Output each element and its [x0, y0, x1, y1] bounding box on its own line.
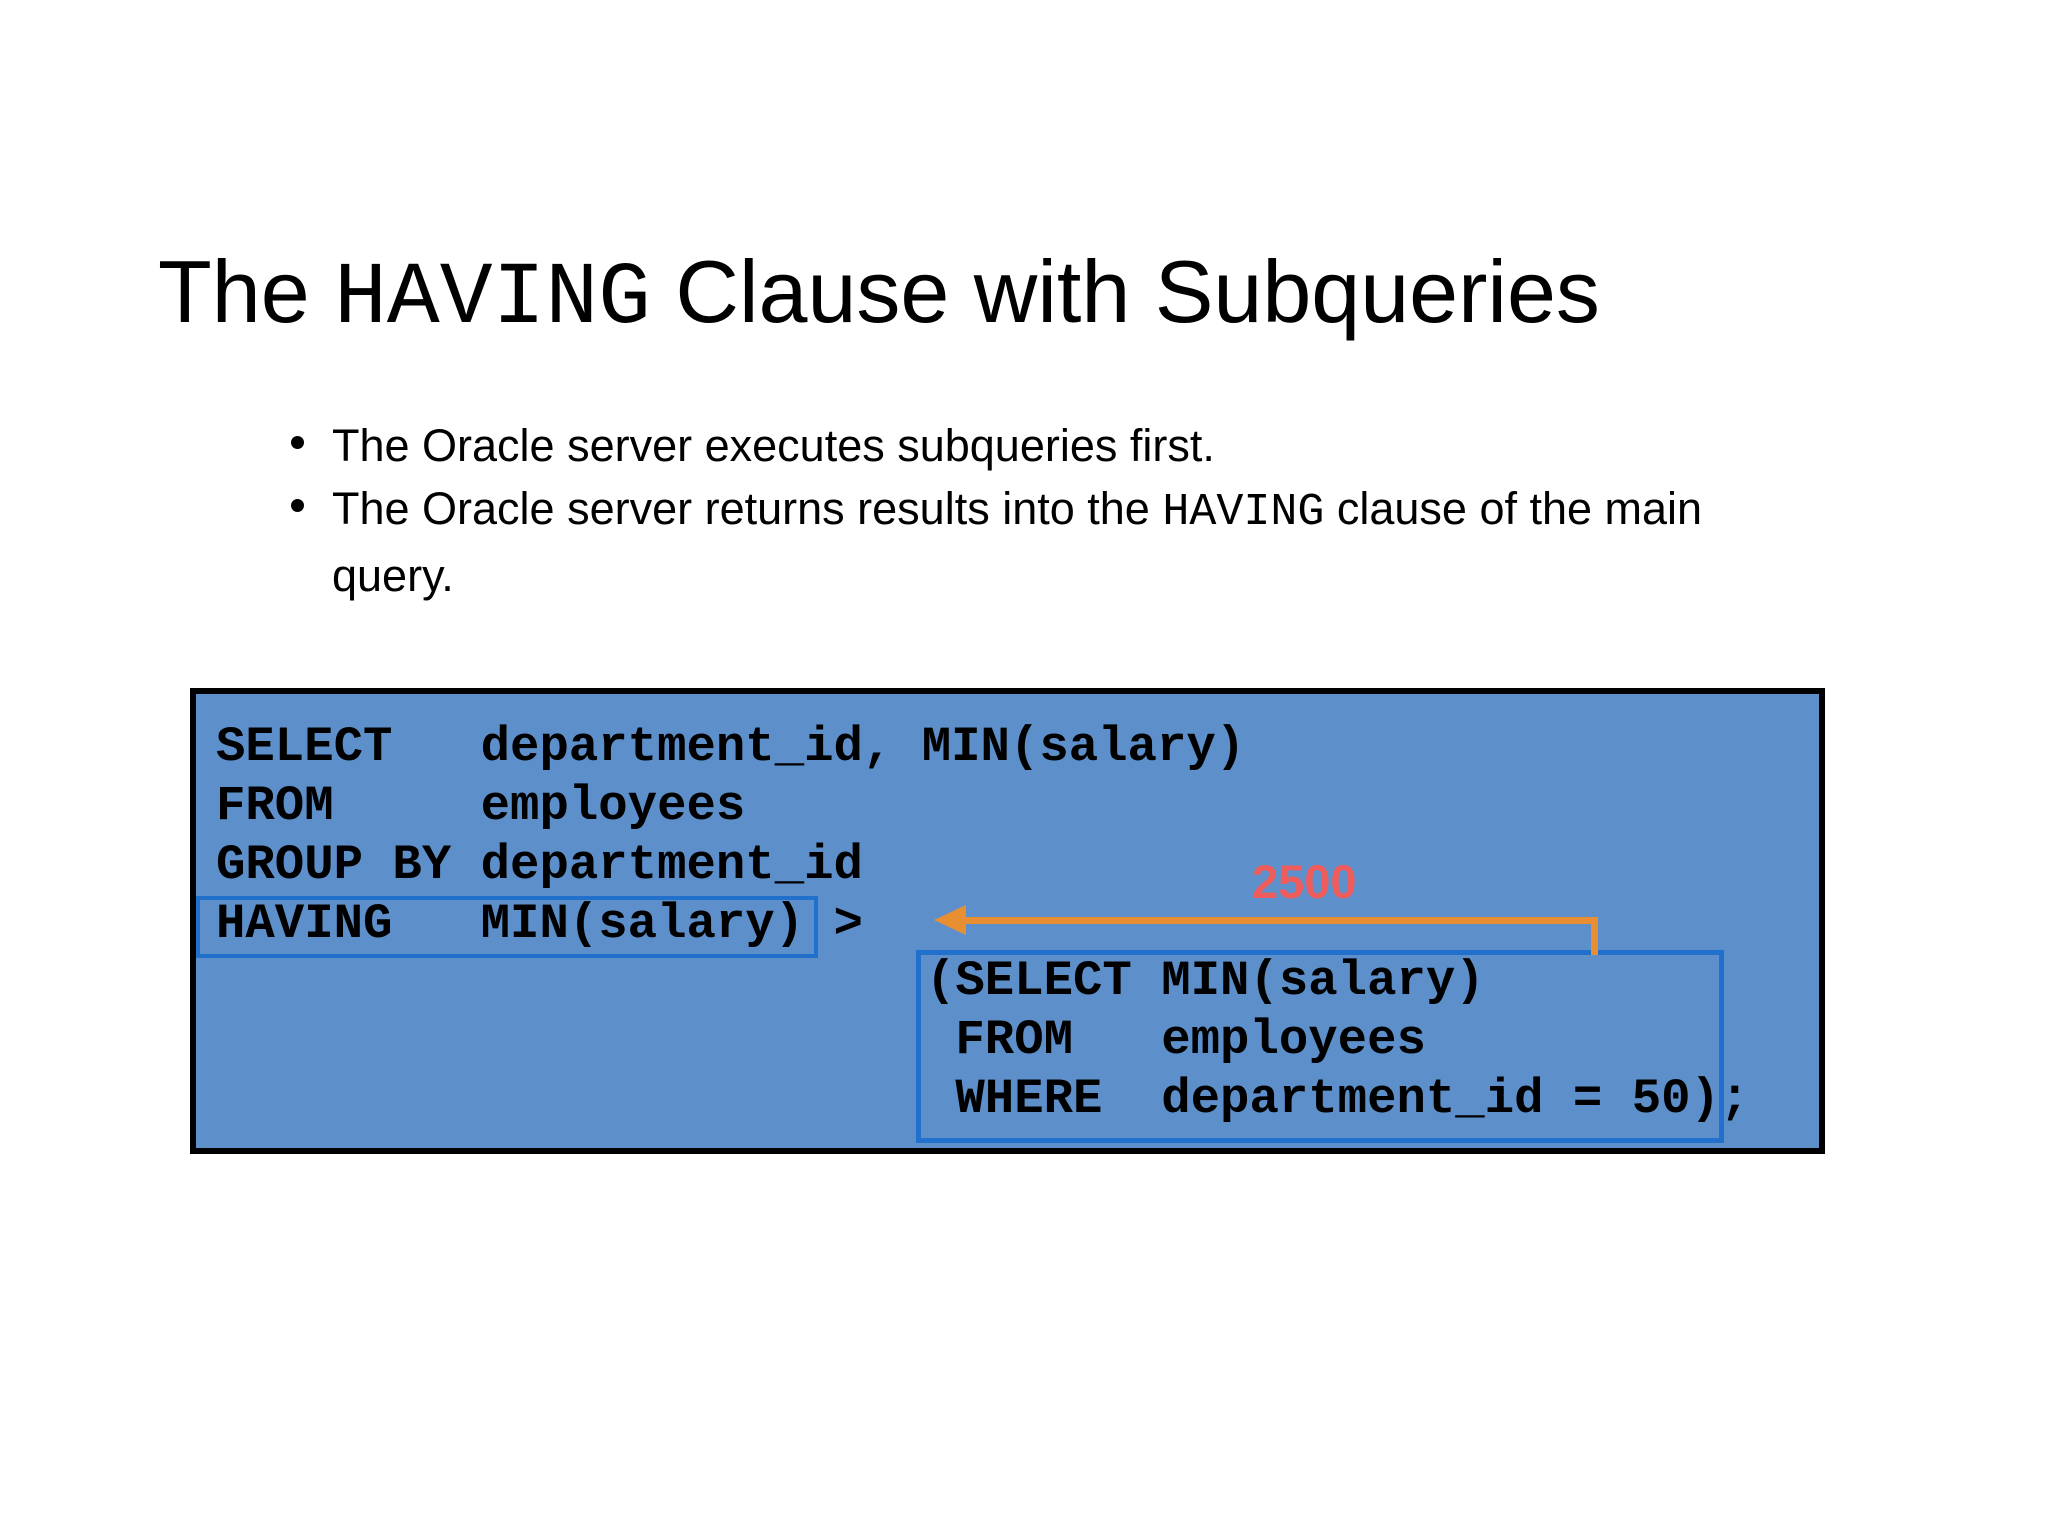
bullet-2-line-1: The Oracle server returns results into t…: [332, 477, 1849, 544]
subquery-result-label: 2500: [1252, 855, 1357, 908]
bullet-list: The Oracle server executes subqueries fi…: [289, 414, 1849, 607]
subquery-line-from: FROM employees: [926, 1012, 1426, 1068]
subquery-line-select: (SELECT MIN(salary): [926, 953, 1485, 1009]
sql-subquery: (SELECT MIN(salary) FROM employees WHERE…: [926, 952, 1749, 1129]
title-text-pre: The: [158, 241, 335, 341]
title-text-post: Clause with Subqueries: [650, 241, 1600, 341]
sql-line-select: SELECT department_id, MIN(salary): [216, 719, 1246, 775]
subquery-line-where: WHERE department_id = 50);: [926, 1071, 1750, 1127]
sql-line-from: FROM employees: [216, 778, 746, 834]
arrow-line-vertical: [1591, 917, 1598, 955]
bullet-2-text-pre: The Oracle server returns results into t…: [332, 483, 1163, 534]
title-having-keyword: HAVING: [334, 249, 651, 349]
having-clause-highlight-box: [196, 896, 818, 958]
sql-line-having: HAVING MIN(salary) >: [216, 896, 863, 952]
bullet-1-text: The Oracle server executes subqueries fi…: [332, 420, 1215, 471]
bullet-item-1: The Oracle server executes subqueries fi…: [289, 414, 1849, 477]
sql-line-group-by: GROUP BY department_id: [216, 837, 863, 893]
sql-main-query: SELECT department_id, MIN(salary) FROM e…: [216, 718, 1245, 954]
arrow-line-horizontal: [962, 917, 1598, 924]
bullet-item-2: The Oracle server returns results into t…: [289, 477, 1849, 607]
page-title: The HAVING Clause with Subqueries: [158, 237, 1600, 355]
subquery-highlight-box: [916, 950, 1724, 1143]
arrow-head-icon: [934, 905, 966, 935]
bullet-2-having-keyword: HAVING: [1162, 487, 1325, 538]
bullet-2-line-2: query.: [332, 550, 454, 601]
bullet-2-text-post: clause of the main: [1324, 483, 1703, 534]
